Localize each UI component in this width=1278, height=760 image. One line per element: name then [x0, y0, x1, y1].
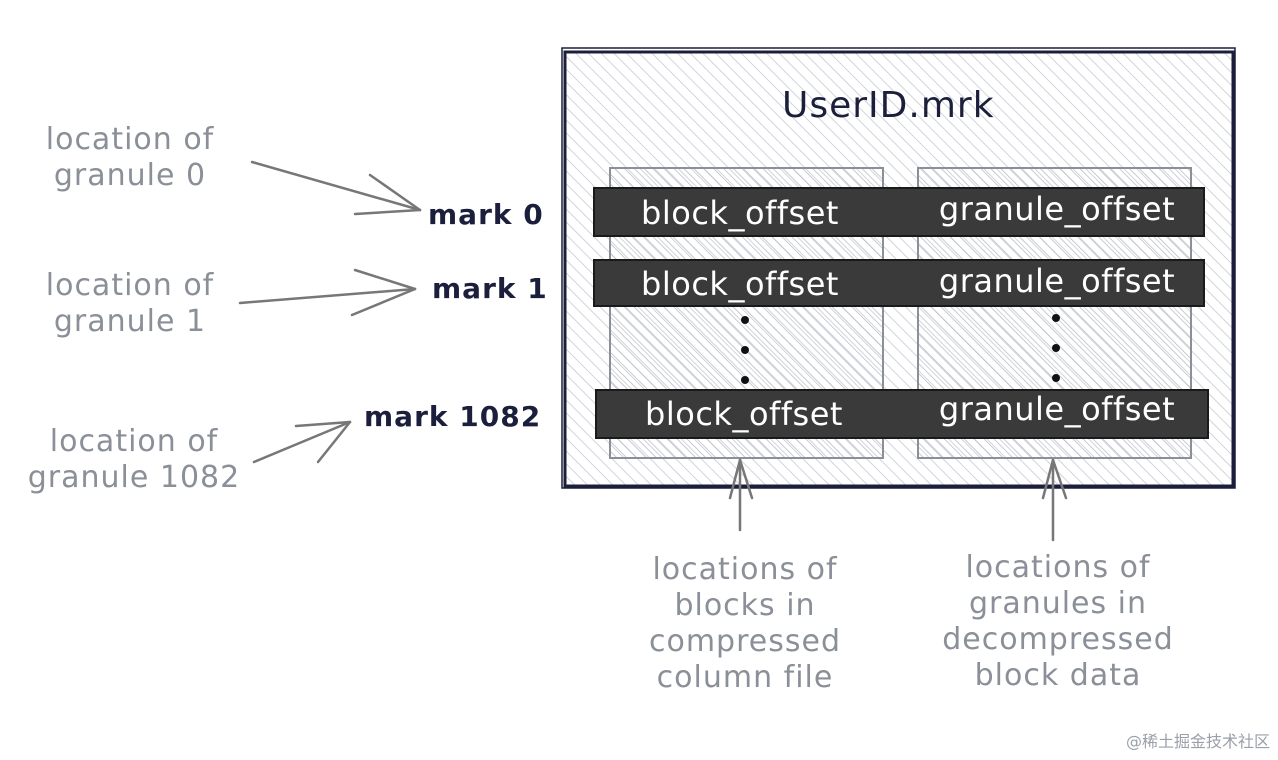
file-title: UserID.mrk: [782, 85, 995, 126]
granule-0-location-label: location of granule 0: [30, 122, 230, 194]
granule-offset-cell-1: granule_offset: [938, 262, 1176, 300]
arrow-granule-1: [238, 268, 417, 317]
granule-caption-line1: locations of: [965, 550, 1151, 585]
granule-offset-cell-0: granule_offset: [938, 190, 1176, 228]
mark-row-0: [593, 187, 1205, 237]
block-offset-cell-0: block_offset: [641, 194, 839, 232]
arrow-granule-caption: [1041, 458, 1068, 542]
granule-caption-line4: block data: [974, 658, 1142, 693]
block-offset-cell-1: block_offset: [641, 265, 839, 303]
arrow-block-caption: [728, 458, 754, 532]
mark-label-1: mark 1: [432, 272, 548, 305]
granule-0-location-line1: location of: [45, 122, 215, 157]
granule-1-location-line2: granule 1: [53, 304, 207, 339]
mark-label-0: mark 0: [428, 198, 544, 231]
block-column-caption: locations of blocks in compressed column…: [630, 552, 860, 696]
granule-1-location-label: location of granule 1: [30, 268, 230, 340]
granule-caption-line3: decompressed: [942, 622, 1174, 657]
granule-caption-line2: granules in: [968, 586, 1148, 621]
arrow-granule-1082: [252, 420, 352, 464]
arrow-granule-0: [250, 160, 422, 216]
granule-column-caption: locations of granules in decompressed bl…: [938, 550, 1178, 694]
block-offset-cell-1082: block_offset: [645, 395, 843, 433]
block-caption-line1: locations of: [652, 552, 838, 587]
block-caption-line3: compressed: [648, 624, 841, 659]
block-ellipsis: [741, 316, 749, 384]
granule-1082-location-label: location of granule 1082: [22, 424, 246, 496]
granule-0-location-line2: granule 0: [53, 158, 207, 193]
mark-label-1082: mark 1082: [364, 400, 542, 433]
mark-row-1082: [595, 389, 1209, 439]
granule-offset-cell-1082: granule_offset: [938, 390, 1176, 428]
granule-1082-location-line2: granule 1082: [27, 460, 241, 495]
block-caption-line4: column file: [656, 660, 834, 695]
block-caption-line2: blocks in: [674, 588, 816, 623]
granule-1-location-line1: location of: [45, 268, 215, 303]
granule-ellipsis: [1052, 314, 1060, 382]
granule-1082-location-line1: location of: [49, 424, 219, 459]
mark-row-1: [593, 259, 1205, 307]
watermark-text: @稀土掘金技术社区: [1125, 732, 1270, 751]
